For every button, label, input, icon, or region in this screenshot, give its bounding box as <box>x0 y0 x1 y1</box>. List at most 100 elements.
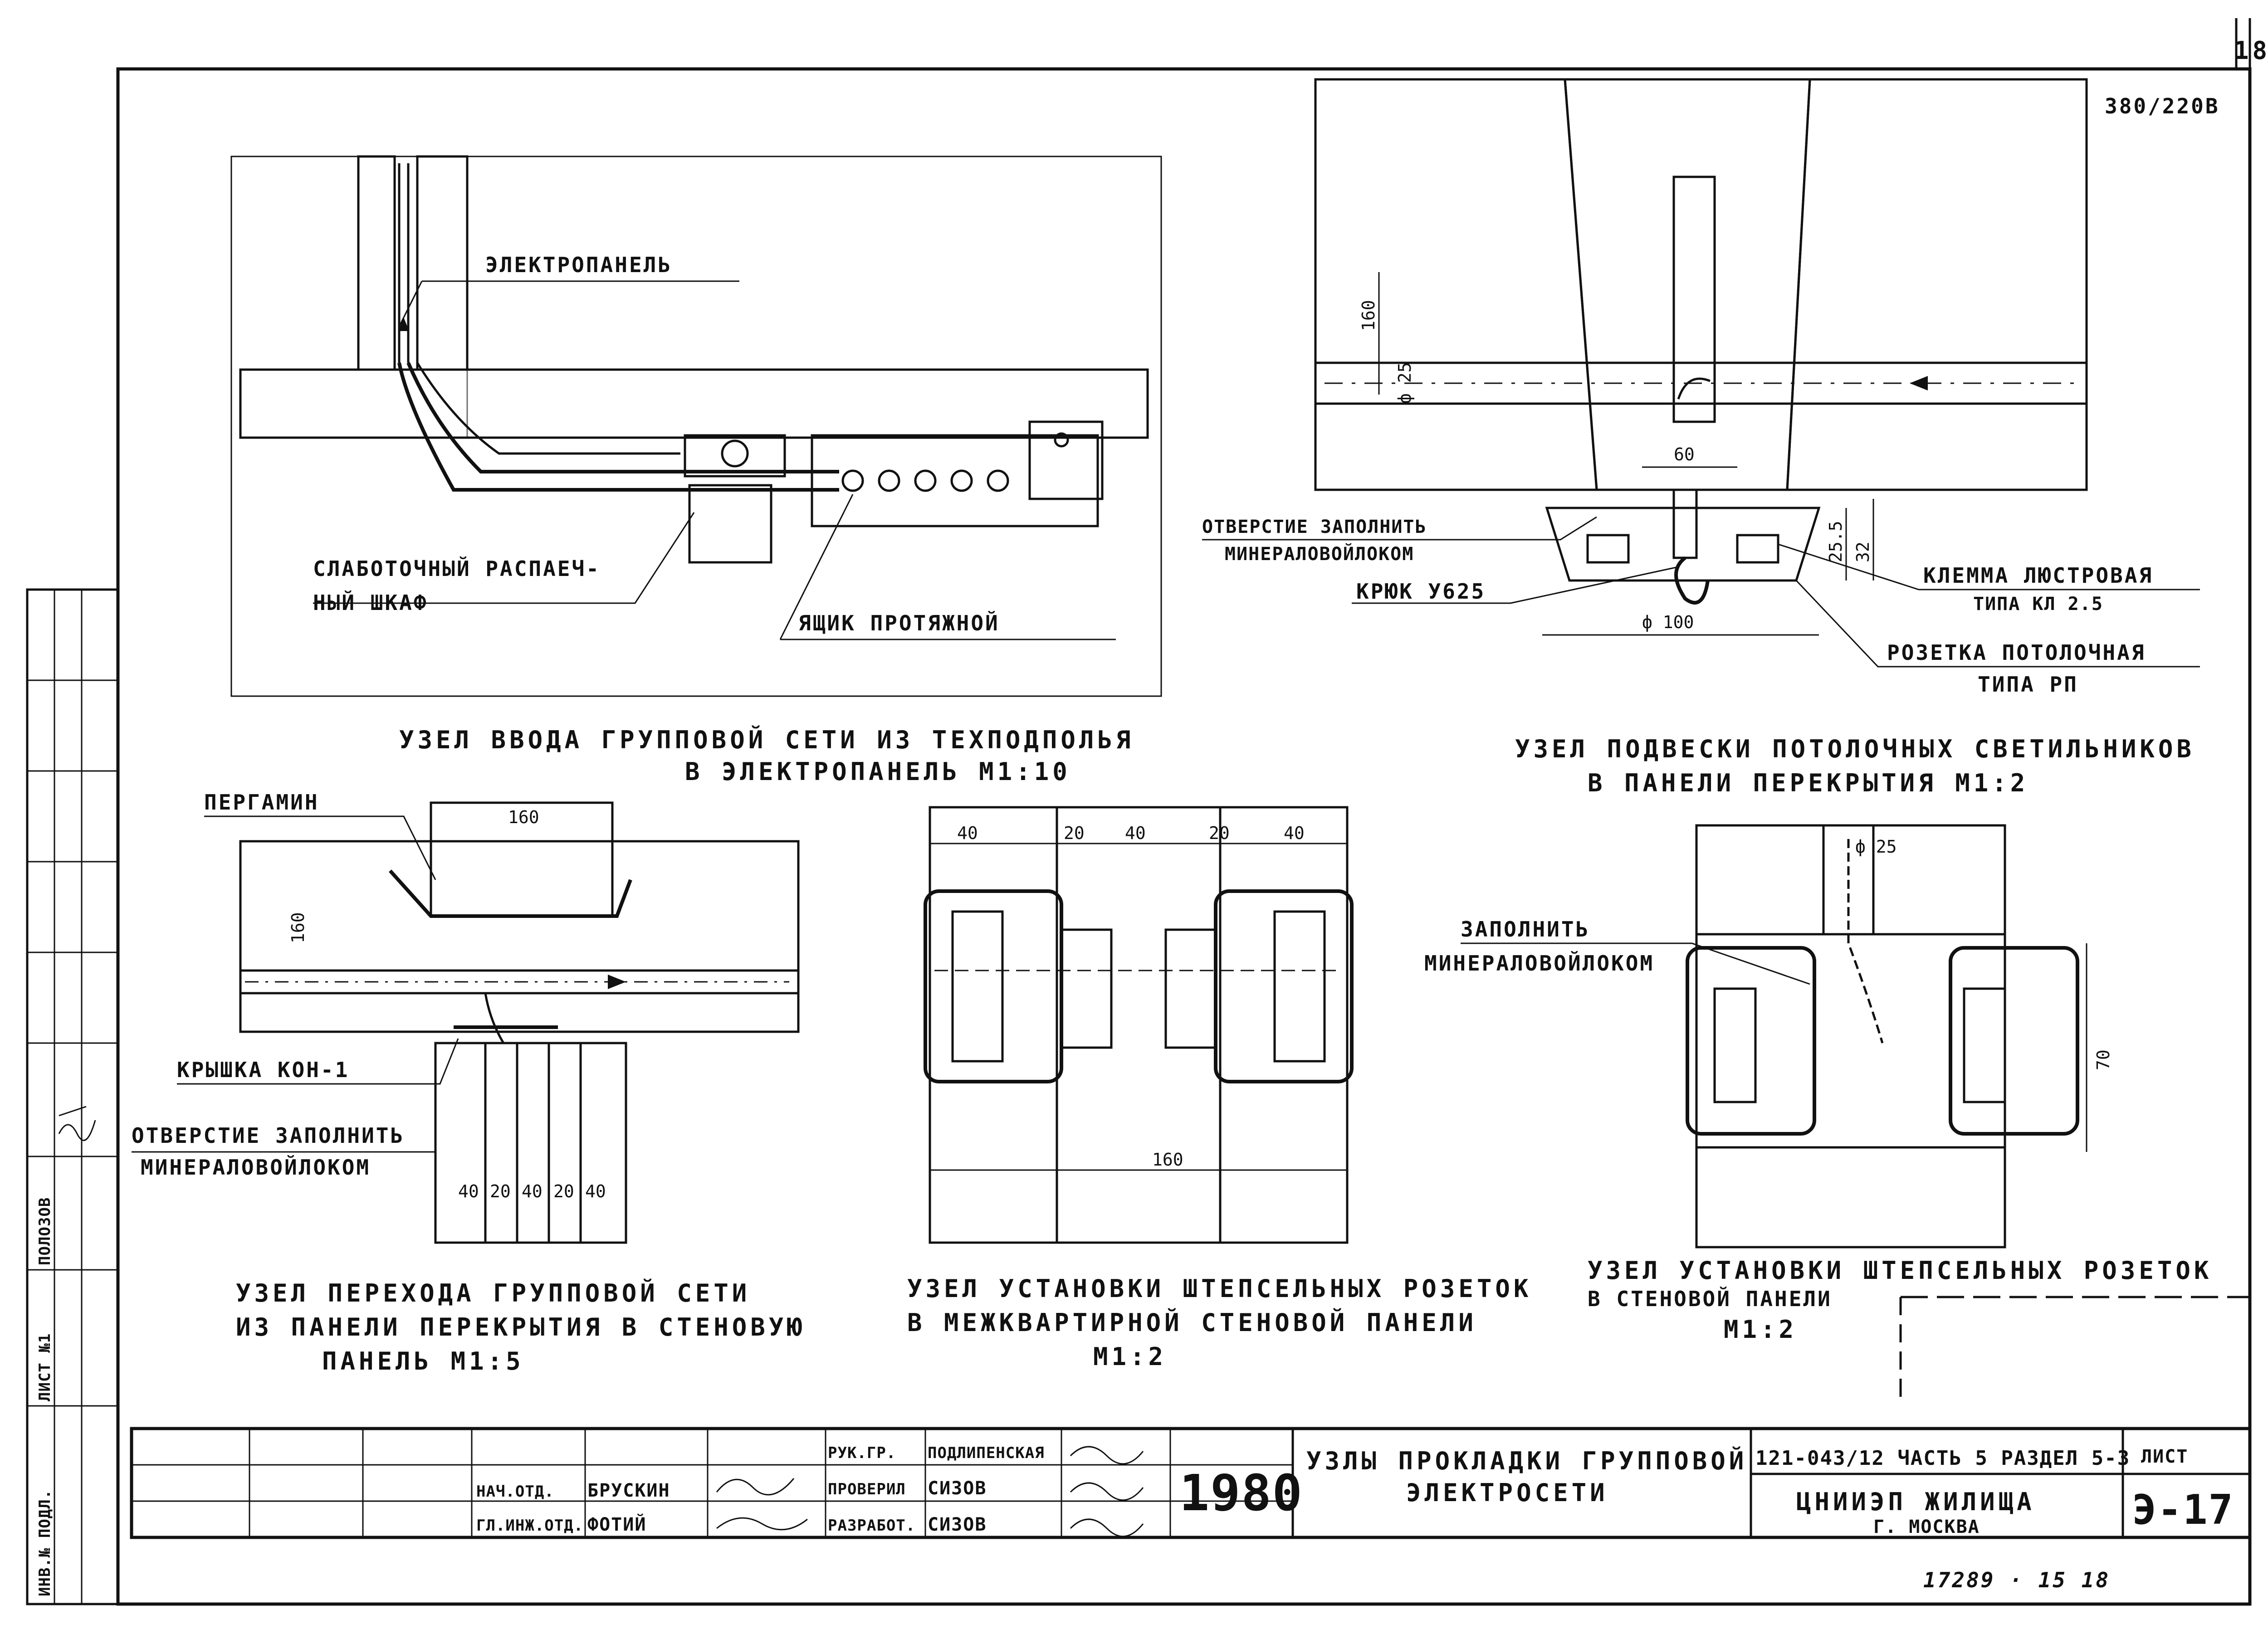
label-fill-line2: МИНЕРАЛОВОЙЛОКОМ <box>1424 951 1654 976</box>
label-clamp-line1: КЛЕММА ЛЮСТРОВАЯ <box>1923 563 2153 588</box>
conduit-2 <box>406 362 839 473</box>
title-entry-line1: УЗЕЛ ВВОДА ГРУППОВОЙ СЕТИ ИЗ ТЕХПОДПОЛЬЯ <box>399 726 1134 754</box>
dim-ia-20a: 20 <box>1064 823 1085 843</box>
strip-name: ПОЛОЗОВ <box>36 1197 54 1265</box>
sheet-label: ЛИСТ <box>2141 1446 2188 1467</box>
doc-code: 121-043/12 ЧАСТЬ 5 РАЗДЕЛ 5-3 <box>1755 1447 2130 1470</box>
label-hook: КРЮК У625 <box>1356 579 1486 604</box>
pull-box <box>811 434 1099 527</box>
floor-slab <box>239 368 1149 439</box>
label-pergamin: ПЕРГАМИН <box>204 790 319 815</box>
socket-box-left <box>924 889 1063 1083</box>
strip-inv-no: ИНВ.№ ПОДЛ. <box>36 1489 54 1596</box>
title-ceiling-line2: В ПАНЕЛИ ПЕРЕКРЫТИЯ М1:2 <box>1588 769 2028 797</box>
title-interapt-line2: В МЕЖКВАРТИРНОЙ СТЕНОВОЙ ПАНЕЛИ <box>907 1308 1477 1337</box>
conduit-3 <box>416 362 680 455</box>
label-hole-line2: МИНЕРАЛОВОЙЛОКОМ <box>1225 543 1414 565</box>
junction-box <box>684 434 786 478</box>
label-hole-line1: ОТВЕРСТИЕ ЗАПОЛНИТЬ <box>1202 517 1427 537</box>
drawing-transition-node: 160 160 40 20 40 20 40 ПЕРГАМИН КРЫШКА К… <box>132 790 806 1375</box>
wall-section-lower <box>434 1042 627 1244</box>
label-electropanel: ЭЛЕКТРОПАНЕЛЬ <box>485 253 672 277</box>
org-line2: Г. МОСКВА <box>1873 1517 1980 1537</box>
dim-70: 70 <box>2093 1049 2113 1070</box>
pergamin-layer <box>389 869 632 918</box>
dim-20-b: 20 <box>553 1181 574 1201</box>
dim-40-b: 40 <box>522 1181 543 1201</box>
doc-name-line1: УЗЛЫ ПРОКЛАДКИ ГРУППОВОЙ <box>1306 1447 1747 1475</box>
dim-20-a: 20 <box>490 1181 511 1201</box>
ceiling-fill-cone <box>1564 78 1811 491</box>
drawing-wall-node: ф 25 70 ЗАПОЛНИТЬ МИНЕРАЛОВОЙЛОКОМ УЗЕЛ … <box>1424 824 2212 1344</box>
dim-160-ceiling: 160 <box>1359 300 1378 331</box>
org-line1: ЦНИИЭП ЖИЛИЩА <box>1796 1488 2035 1516</box>
name-bruskin: БРУСКИН <box>587 1480 670 1501</box>
name-podlipenskaya: ПОДЛИПЕНСКАЯ <box>928 1444 1045 1462</box>
year: 1980 <box>1179 1464 1303 1522</box>
label-pull-box: ЯЩИК ПРОТЯЖНОЙ <box>798 611 1000 635</box>
dim-40-c: 40 <box>585 1181 606 1201</box>
title-entry-line2: В ЭЛЕКТРОПАНЕЛЬ М1:10 <box>685 757 1071 786</box>
low-current-cabinet <box>688 484 772 564</box>
dim-160-top: 160 <box>508 807 539 827</box>
interapt-wall <box>929 806 1349 1244</box>
wall-layer-left <box>357 155 396 371</box>
wall-layer-right <box>416 155 469 371</box>
label-cover: КРЫШКА КОН-1 <box>177 1058 349 1082</box>
drawing-entry-node: ЭЛЕКТРОПАНЕЛЬ СЛАБОТОЧНЫЙ РАСПАЕЧ- НЫЙ Ш… <box>230 155 1162 786</box>
dim-40-a: 40 <box>458 1181 479 1201</box>
bottom-note: 17289 · 15 18 <box>1923 1568 2110 1592</box>
role-nach-otd: НАЧ.ОТД. <box>476 1483 554 1501</box>
dim-ia-40b: 40 <box>1125 823 1146 843</box>
wall-socket-right <box>1949 946 2079 1136</box>
dim-ia-40a: 40 <box>957 823 978 843</box>
doc-name-line2: ЭЛЕКТРОСЕТИ <box>1406 1478 1608 1507</box>
signatures-right <box>1070 1446 1144 1537</box>
label-clamp-line2: ТИПА КЛ 2.5 <box>1973 594 2103 615</box>
title-transition-line1: УЗЕЛ ПЕРЕХОДА ГРУППОВОЙ СЕТИ <box>236 1279 750 1307</box>
label-socket-line2: ТИПА РП <box>1978 672 2078 697</box>
dim-d25-wall: ф 25 <box>1855 837 1897 857</box>
title-transition-line3: ПАНЕЛЬ М1:5 <box>322 1347 524 1375</box>
wall-socket-left <box>1686 946 1816 1136</box>
title-block: НАЧ.ОТД. БРУСКИН ГЛ.ИНЖ.ОТД. ФОТИЙ РУК.Г… <box>130 1296 2252 1539</box>
title-ceiling-line1: УЗЕЛ ПОДВЕСКИ ПОТОЛОЧНЫХ СВЕТИЛЬНИКОВ <box>1515 735 2195 763</box>
role-proveril: ПРОВЕРИЛ <box>828 1480 906 1498</box>
title-wall-line2: В СТЕНОВОЙ ПАНЕЛИ <box>1588 1287 1832 1311</box>
label-hole2-line1: ОТВЕРСТИЕ ЗАПОЛНИТЬ <box>132 1123 405 1148</box>
hook-tube <box>1672 176 1716 423</box>
cable-arrow-up <box>398 317 409 331</box>
signatures-left <box>716 1478 808 1531</box>
dim-d25-ceiling: ф 25 <box>1395 362 1415 404</box>
sheet-corner-number: 18 <box>2234 36 2268 65</box>
name-fotiy: ФОТИЙ <box>587 1513 646 1535</box>
drawing-interapt-node: 40 20 40 20 40 160 УЗЕЛ УСТАНОВКИ ШТЕПСЕ… <box>907 806 1532 1371</box>
label-socket-line1: РОЗЕТКА ПОТОЛОЧНАЯ <box>1887 640 2146 665</box>
voltage-label: 380/220В <box>2105 94 2220 118</box>
label-cabinet-line2: НЫЙ ШКАФ <box>313 590 428 615</box>
label-hole2-line2: МИНЕРАЛОВОЙЛОКОМ <box>141 1155 371 1180</box>
title-interapt-line1: УЗЕЛ УСТАНОВКИ ШТЕПСЕЛЬНЫХ РОЗЕТОК <box>907 1274 1532 1303</box>
role-ruk-gr: РУК.ГР. <box>828 1444 896 1462</box>
label-fill-line1: ЗАПОЛНИТЬ <box>1461 917 1590 941</box>
dim-160-left: 160 <box>288 912 308 943</box>
sheet-value: Э-17 <box>2132 1486 2234 1534</box>
dim-ia-160: 160 <box>1152 1150 1183 1170</box>
dim-ia-40c: 40 <box>1284 823 1305 843</box>
dim-ia-20b: 20 <box>1209 823 1230 843</box>
name-sizov-1: СИЗОВ <box>928 1478 987 1499</box>
ceiling-arrow <box>1910 376 1928 390</box>
dim-25-5: 25.5 <box>1826 521 1846 562</box>
title-interapt-line3: М1:2 <box>1093 1342 1167 1371</box>
slab-section <box>239 840 800 1033</box>
dim-32: 32 <box>1853 541 1873 562</box>
left-binding-strip: ИНВ.№ ПОДЛ. ЛИСТ №1 ПОЛОЗОВ <box>26 588 119 1605</box>
leader-cabinet <box>313 512 695 604</box>
drawing-ceiling-node: 160 ф 25 60 25.5 32 ф 100 ОТВЕРСТИЕ ЗАПО… <box>1202 78 2200 797</box>
wall-panel <box>1695 824 2006 1249</box>
ceiling-panel <box>1314 78 2088 491</box>
title-wall-line1: УЗЕЛ УСТАНОВКИ ШТЕПСЕЛЬНЫХ РОЗЕТОК <box>1588 1256 2212 1285</box>
strip-sheet-no: ЛИСТ №1 <box>36 1333 54 1401</box>
title-transition-line2: ИЗ ПАНЕЛИ ПЕРЕКРЫТИЯ В СТЕНОВУЮ <box>236 1313 806 1341</box>
